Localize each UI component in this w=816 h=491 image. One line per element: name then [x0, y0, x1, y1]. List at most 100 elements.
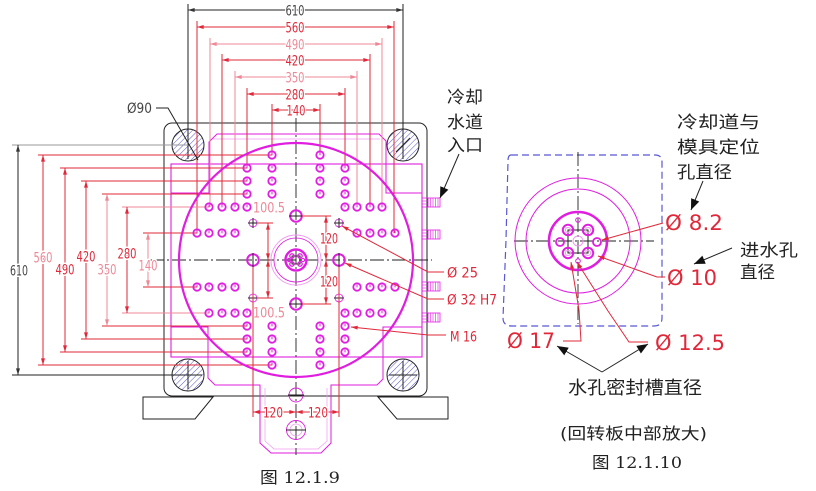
- bolt-hole: [315, 321, 325, 331]
- cooling-locating-note-line-3: 孔直径: [677, 163, 732, 183]
- rotary-plate-circle: [177, 141, 415, 379]
- water-fitting: [421, 281, 441, 292]
- stem-holes: [286, 387, 306, 440]
- detail-middle-ring: [525, 188, 631, 294]
- callout-d8-2: Ø 8.2: [665, 211, 723, 235]
- bolt-hole: [340, 334, 350, 344]
- arrow-icon: [690, 180, 704, 211]
- bolt-hole: [315, 189, 325, 199]
- cooling-locating-note-line-1: 冷却道与: [677, 113, 760, 133]
- bolt-hole: [377, 308, 387, 318]
- detail-figure: Ø 8.2 Ø 10 Ø 17 Ø 12.5 冷却道与 模具定位 孔直径 进水孔…: [502, 113, 798, 472]
- dim-offset-100-5-lower: 100.5: [253, 306, 285, 322]
- bolt-hole: [377, 228, 387, 238]
- top-dimensions: 610 560 490 420 350 280 140: [188, 2, 404, 121]
- seal-groove-note: 水孔密封槽直径: [556, 343, 702, 399]
- dim-top-350: 350: [286, 71, 305, 87]
- bolt-hole: [315, 176, 325, 186]
- bolt-hole: [267, 347, 277, 357]
- dim-top-140: 140: [287, 104, 306, 120]
- center-hub: [270, 234, 322, 286]
- inlet-note-line-1: 进水孔: [740, 241, 798, 261]
- water-inlet-note: 冷却 水道 入口: [439, 88, 483, 199]
- bolt-hole: [315, 334, 325, 344]
- left-dimensions: 610 560 490 420 350 280 140: [9, 145, 159, 376]
- bolt-hole: [340, 321, 350, 331]
- bolt-hole: [352, 308, 362, 318]
- bolt-hole: [365, 228, 375, 238]
- bolt-hole: [242, 202, 252, 212]
- bolt-hole: [267, 334, 277, 344]
- bolt-hole: [352, 282, 362, 292]
- bolt-hole: [230, 308, 240, 318]
- base-rail-left: [142, 396, 215, 420]
- dim-top-280: 280: [286, 88, 305, 104]
- bolt-hole: [242, 308, 252, 318]
- bolt-hole: [204, 228, 214, 238]
- dim-top-490: 490: [286, 38, 305, 54]
- bolt-hole: [315, 347, 325, 357]
- dim-horizontal-120-right: 120: [308, 406, 328, 422]
- arrow-icon: [556, 345, 603, 373]
- callout-d17: Ø 17: [507, 329, 555, 353]
- dim-horizontal-120-left: 120: [263, 406, 283, 422]
- bolt-hole: [365, 282, 375, 292]
- dim-left-350: 350: [98, 263, 117, 279]
- arrow-icon: [439, 153, 460, 199]
- bolt-hole: [340, 176, 350, 186]
- dim-top-560: 560: [286, 21, 305, 37]
- hole-callouts: Ø 25 Ø 32 H7 M 16: [341, 225, 497, 346]
- dim-left-140: 140: [139, 259, 158, 275]
- arrow-icon: [693, 247, 733, 265]
- arrow-icon: [601, 343, 649, 373]
- bolt-hole: [340, 202, 350, 212]
- cooling-locating-note-line-2: 模具定位: [677, 138, 760, 158]
- cooling-hole-right: [592, 237, 602, 247]
- tie-bars: [171, 128, 420, 392]
- bolt-hole: [315, 163, 325, 173]
- dim-left-280: 280: [118, 247, 137, 263]
- locating-holes: [246, 209, 346, 311]
- cooling-hole-left: [555, 237, 565, 247]
- cooling-locating-note: 冷却道与 模具定位 孔直径: [677, 113, 760, 211]
- detail-boundary: [502, 154, 663, 327]
- bolt-hole: [217, 282, 227, 292]
- bolt-hole: [315, 360, 325, 370]
- dim-left-420: 420: [77, 250, 96, 266]
- tie-bar: [386, 358, 420, 392]
- callout-d10: Ø 10: [667, 266, 717, 290]
- dim-vertical-120-upper: 120: [320, 232, 338, 248]
- callout-d32-h7: Ø 32 H7: [447, 293, 497, 309]
- callout-m16: M 16: [450, 330, 477, 346]
- water-fitting: [421, 312, 441, 323]
- callout-d25: Ø 25: [447, 266, 478, 282]
- left-dimension-extension-lines: [12, 144, 272, 376]
- bolt-hole: [267, 163, 277, 173]
- callout-d12-5: Ø 12.5: [655, 331, 725, 355]
- dim-offset-100-5-upper: 100.5: [253, 201, 285, 217]
- tie-bar-diameter-label: Ø90: [127, 101, 152, 117]
- dim-left-560: 560: [34, 251, 53, 267]
- detail-center-bore: [572, 235, 584, 247]
- bolt-hole: [217, 228, 227, 238]
- dim-top-610: 610: [286, 4, 305, 20]
- water-inlet-note-line-2: 水道: [447, 113, 483, 133]
- detail-hole-square: [567, 229, 589, 254]
- vertical-spacing-dims: 120 120: [302, 215, 340, 305]
- figure-caption-main: 图 12.1.9: [260, 468, 340, 487]
- base-rail-right: [376, 396, 449, 420]
- bolt-hole: [267, 321, 277, 331]
- bolt-hole: [267, 176, 277, 186]
- detail-subtitle: (回转板中部放大): [560, 424, 707, 443]
- tie-bar-callout: Ø90: [127, 101, 199, 161]
- water-inlet-note-line-1: 冷却: [447, 88, 483, 108]
- dim-vertical-120-lower: 120: [320, 275, 338, 291]
- center-offset-dims: 100.5 100.5: [252, 199, 287, 323]
- bolt-hole: [217, 308, 227, 318]
- water-fitting: [421, 197, 441, 208]
- platen-frame: [163, 122, 428, 397]
- inlet-note-line-2: 直径: [740, 263, 775, 283]
- bolt-hole: [204, 282, 214, 292]
- detail-seal-ring: [547, 210, 609, 272]
